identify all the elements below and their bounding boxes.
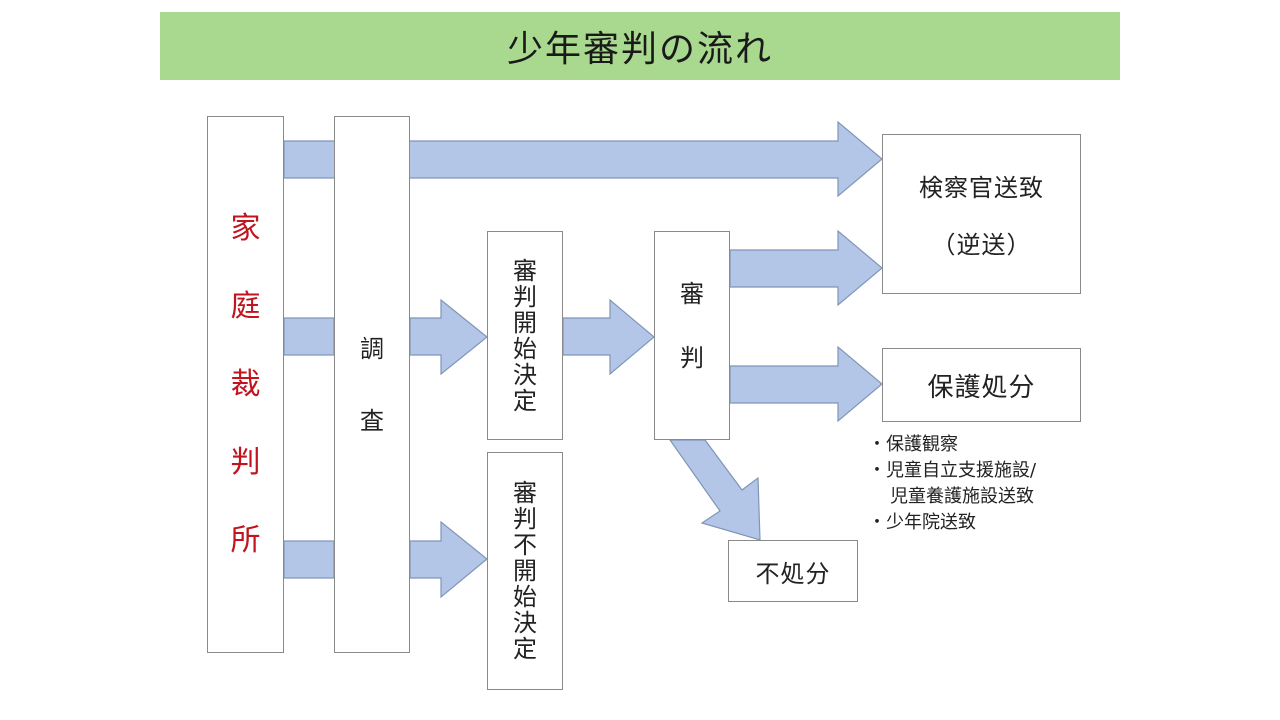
arrow-hearing-to-prosecutor [729, 229, 883, 307]
arrow-start-to-hearing [562, 298, 655, 376]
arrow-hearing-to-protective [729, 345, 883, 423]
arrow-survey-to-start [409, 298, 488, 376]
hearing-no-start-char: 審 [513, 479, 537, 507]
no-disposition-box: 不処分 [728, 540, 858, 602]
family-court-label: 家 庭 裁 判 所 [208, 117, 283, 652]
prosecutor-referral-label: 検察官送致 [919, 174, 1044, 202]
hearing-label: 審 判 [655, 232, 729, 439]
hearing-no-start-decision-box: 審 判 不 開 始 決 定 [487, 452, 563, 690]
protective-disposition-notes: ・保護観察 ・児童自立支援施設/ 児童養護施設送致 ・少年院送致 [868, 432, 1128, 536]
hearing-char: 判 [680, 343, 704, 372]
hearing-no-start-char: 定 [513, 635, 537, 663]
hearing-char: 審 [680, 279, 704, 308]
family-court-char: 所 [230, 522, 261, 558]
hearing-start-char: 決 [513, 360, 537, 389]
family-court-char: 家 [230, 210, 261, 246]
prosecutor-referral-sublabel: （逆送） [931, 231, 1032, 259]
no-disposition-label: 不処分 [755, 559, 831, 588]
connector-court-survey-mid [283, 317, 335, 356]
investigation-box: 調 査 [334, 116, 410, 653]
note-item: ・少年院送致 [868, 512, 976, 533]
family-court-char: 判 [230, 444, 261, 480]
hearing-no-start-char: 判 [513, 505, 537, 533]
note-item: ・保護観察 [868, 434, 958, 455]
hearing-no-start-char: 始 [513, 583, 537, 611]
hearing-start-char: 開 [513, 308, 537, 337]
hearing-box: 審 判 [654, 231, 730, 440]
hearing-start-decision-box: 審 判 開 始 決 定 [487, 231, 563, 440]
investigation-label: 調 査 [335, 117, 409, 652]
title-bar: 少年審判の流れ [160, 12, 1120, 80]
investigation-char: 調 [360, 334, 384, 363]
connector-court-survey-bottom [283, 540, 335, 579]
note-item: 児童養護施設送致 [890, 486, 1034, 507]
family-court-char: 裁 [230, 366, 261, 402]
arrow-survey-to-nostart [409, 520, 488, 599]
arrow-hearing-to-nodisposition [668, 439, 761, 541]
hearing-start-char: 始 [513, 334, 537, 363]
note-item: ・児童自立支援施設/ [868, 460, 1037, 481]
family-court-char: 庭 [230, 288, 261, 324]
hearing-start-char: 審 [513, 256, 537, 285]
hearing-no-start-char: 開 [513, 557, 537, 585]
hearing-no-start-decision-label: 審 判 不 開 始 決 定 [488, 453, 562, 689]
hearing-no-start-char: 不 [513, 531, 537, 559]
family-court-box: 家 庭 裁 判 所 [207, 116, 284, 653]
hearing-start-char: 判 [513, 282, 537, 311]
prosecutor-referral-box: 検察官送致 （逆送） [882, 134, 1081, 294]
protective-disposition-box: 保護処分 [882, 348, 1081, 422]
investigation-char: 査 [360, 406, 384, 435]
hearing-start-decision-label: 審 判 開 始 決 定 [488, 232, 562, 439]
protective-disposition-label: 保護処分 [927, 372, 1036, 403]
hearing-start-char: 定 [513, 386, 537, 415]
diagram-title: 少年審判の流れ [506, 29, 773, 70]
hearing-no-start-char: 決 [513, 609, 537, 637]
